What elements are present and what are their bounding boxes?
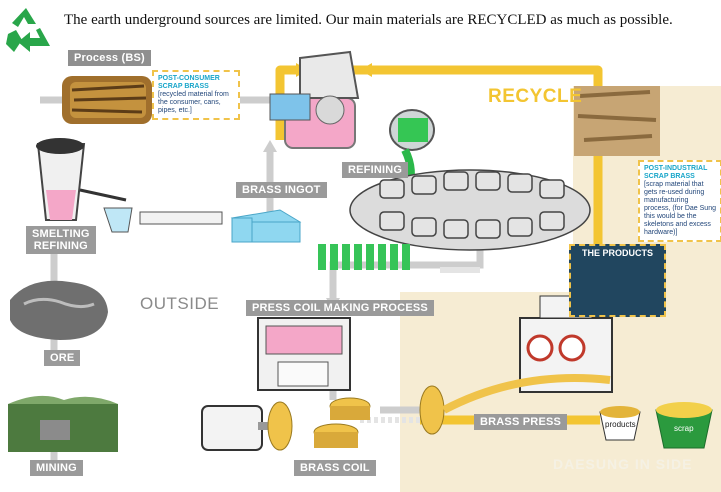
daesung-brass-press [442,295,613,414]
ore-rock [10,280,108,340]
post-industrial-body: [scrap material that gets re-used during… [644,181,716,236]
label-refining: REFINING [342,162,409,178]
brass-coil-group [267,385,445,451]
label-mining: MINING [30,460,83,476]
scrap-basket [655,402,713,449]
label-recycle: RECYCLE [488,86,583,107]
scrap-basket-label: scrap [674,424,694,433]
mining-scene [8,395,118,452]
label-brass-ingot: BRASS INGOT [236,182,327,198]
casting-wheel [349,169,591,251]
label-smelting-refining: SMELTING REFINING [26,226,96,254]
post-consumer-title-2: SCRAP BRASS [158,83,209,90]
post-industrial-title-1: POST-INDUSTRIAL [644,165,708,172]
electric-motor [201,405,278,451]
label-process: Process (BS) [68,50,151,66]
recycle-icon [4,6,52,54]
post-consumer-body: [recycled material from the consumer, ca… [158,91,229,114]
post-industrial-title-2: SCRAP BRASS [644,173,695,180]
headline: The earth underground sources are limite… [64,12,673,28]
label-smelting-line2: REFINING [33,240,88,252]
post-industrial-scrap-photo [574,86,660,156]
products-basket-label: products [605,420,636,429]
melting-furnace [269,50,360,149]
recycle-icon-shape [6,8,50,52]
post-consumer-note: POST-CONSUMER SCRAP BRASS [recycled mate… [152,70,240,120]
brass-ingot-stack [230,209,302,243]
green-ingot-moulds [318,244,410,270]
label-ore: ORE [44,350,81,366]
press-machine [257,317,351,391]
label-daesung-inside: DAESUNG IN SIDE [553,456,693,472]
products-panel-title: THE PRODUCTS [581,248,653,258]
products-basket [599,406,641,441]
products-panel: THE PRODUCTS [569,244,666,317]
post-consumer-title-1: POST-CONSUMER [158,75,220,82]
label-outside: OUTSIDE [140,294,220,313]
smelting-furnace [36,138,223,233]
post-industrial-note: POST-INDUSTRIAL SCRAP BRASS [scrap mater… [638,160,721,242]
label-press-coil: PRESS COIL MAKING PROCESS [246,300,434,316]
scrap-brass-log [62,76,152,124]
label-smelting-line1: SMELTING [32,228,90,240]
label-brass-coil: BRASS COIL [294,460,376,476]
label-brass-press: BRASS PRESS [474,414,568,430]
